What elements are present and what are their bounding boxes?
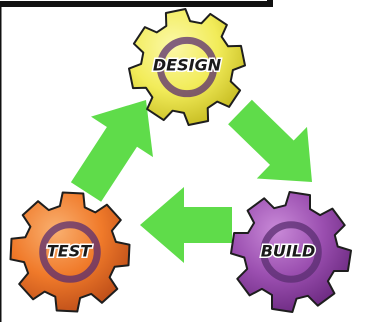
build-gear-hub: [260, 221, 322, 283]
build-label: BUILD: [261, 242, 316, 261]
build-gear-body: [230, 191, 352, 313]
design-gear-hub: [156, 36, 218, 98]
design-gear: [128, 8, 246, 126]
top-border-line: [0, 0, 273, 7]
test-gear-hub: [39, 221, 101, 283]
arrow-design-to-build: [228, 99, 312, 182]
test-label: TEST: [47, 242, 92, 261]
build-gear: [230, 191, 352, 313]
test-gear: [9, 191, 131, 313]
arrow-build-to-test: [140, 187, 232, 263]
design-gear-body: [128, 8, 246, 126]
arrows-group: [70, 99, 312, 263]
arrow-test-to-design: [70, 100, 153, 202]
design-label: DESIGN: [153, 56, 222, 75]
test-gear-body: [9, 191, 131, 313]
